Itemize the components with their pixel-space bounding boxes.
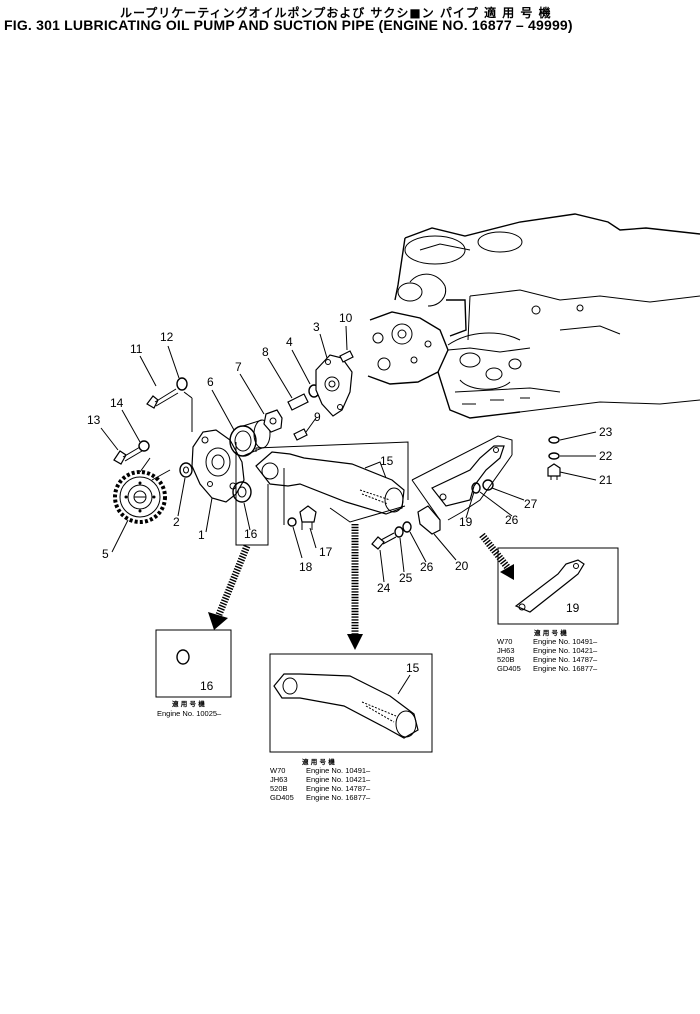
bolt-21 [547, 463, 561, 480]
inset-pipe: 15 適 用 号 機 W70 Engine No. 10491– JH63 En… [269, 653, 433, 802]
inset-bracket-engine-4: Engine No. 16877– [533, 664, 598, 673]
inset-bracket-model-2: JH63 [497, 646, 515, 655]
inset-gasket-engine: Engine No. 10025– [157, 709, 222, 718]
inset-pipe-heading: 適 用 号 機 [302, 757, 335, 766]
callout-12: 12 [160, 330, 174, 344]
arrow-to-pipe-inset [347, 524, 363, 650]
assembly-lines [139, 391, 513, 546]
callout-24: 24 [377, 581, 391, 595]
callout-9: 9 [314, 410, 321, 424]
callout-7: 7 [235, 360, 242, 374]
callout-17: 17 [319, 545, 333, 559]
bolt-13 [113, 446, 143, 465]
washer-27 [482, 479, 494, 491]
gasket-16-main [232, 481, 252, 503]
inner-rotor-7 [263, 409, 283, 433]
inset-pipe-engine-1: Engine No. 10491– [306, 766, 371, 775]
inset-bracket-engine-2: Engine No. 10421– [533, 646, 598, 655]
callout-19: 19 [459, 515, 473, 529]
inset-pipe-model-4: GD405 [270, 793, 294, 802]
washer-25 [394, 526, 404, 538]
callout-26-lower: 26 [420, 560, 434, 574]
nut-26-upper [471, 482, 481, 494]
suction-pipe-main [255, 451, 405, 515]
inset-pipe-engine-4: Engine No. 16877– [306, 793, 371, 802]
callout-16: 16 [244, 527, 258, 541]
callout-3: 3 [313, 320, 320, 334]
callout-18: 18 [299, 560, 313, 574]
callout-4: 4 [286, 335, 293, 349]
callout-labels: 1 2 3 4 5 6 7 8 9 10 11 12 13 14 15 16 1… [87, 311, 613, 595]
callout-11: 11 [130, 342, 143, 356]
washer-18 [287, 517, 297, 527]
figure-title: FIG. 301 LUBRICATING OIL PUMP AND SUCTIO… [4, 17, 573, 33]
inset-bracket-model-1: W70 [497, 637, 512, 646]
bracket-19-main [431, 445, 505, 507]
callout-13: 13 [87, 413, 101, 427]
dowel-10 [339, 350, 354, 363]
pin-9 [293, 428, 308, 441]
leader-lines [100, 325, 597, 583]
inset-bracket-model-3: 520B [497, 655, 515, 664]
arrow-to-gasket-inset [208, 544, 251, 630]
collar-2 [179, 462, 193, 478]
inset-bracket-part: 19 [566, 601, 580, 615]
nut-26-lower [402, 521, 412, 533]
inset-pipe-engine-3: Engine No. 14787– [306, 784, 371, 793]
inset-gasket-heading: 適 用 号 機 [172, 699, 205, 708]
callout-26-upper: 26 [505, 513, 519, 527]
inset-pipe-engine-2: Engine No. 10421– [306, 775, 371, 784]
clamp-20 [417, 505, 441, 535]
callout-27: 27 [524, 497, 538, 511]
callout-22: 22 [599, 449, 613, 463]
washer-22 [548, 452, 560, 460]
callout-15: 15 [380, 454, 394, 468]
callout-21: 21 [599, 473, 613, 487]
bolt-11 [146, 388, 179, 409]
washer-23 [548, 436, 560, 444]
arrow-to-bracket-inset [479, 532, 514, 580]
inset-pipe-model-2: JH63 [270, 775, 288, 784]
inset-bracket-engine-1: Engine No. 10491– [533, 637, 598, 646]
inset-bracket-engine-3: Engine No. 14787– [533, 655, 598, 664]
callout-5: 5 [102, 547, 109, 561]
callout-1: 1 [198, 528, 205, 542]
callout-23: 23 [599, 425, 613, 439]
inset-pipe-model-3: 520B [270, 784, 288, 793]
callout-10: 10 [339, 311, 353, 325]
title-japanese: ループリケーティングオイルポンプおよび サクシ■ン パイプ 適 用 号 機 [120, 6, 552, 20]
callout-6: 6 [207, 375, 214, 389]
callout-14: 14 [110, 396, 124, 410]
inset-pipe-part: 15 [406, 661, 420, 675]
callout-2: 2 [173, 515, 180, 529]
inset-bracket-heading: 適 用 号 機 [534, 628, 567, 637]
shaft-8 [287, 393, 309, 411]
inset-bracket: 19 適 用 号 機 W70 Engine No. 10491– JH63 En… [497, 547, 619, 673]
inset-pipe-model-1: W70 [270, 766, 285, 775]
inset-gasket: 16 適 用 号 機 Engine No. 10025– [155, 629, 232, 718]
cover-3 [315, 354, 353, 417]
callout-20: 20 [455, 559, 469, 573]
inset-gasket-part: 16 [200, 679, 214, 693]
engine-block-illustration [367, 213, 700, 419]
washer-14 [138, 440, 150, 452]
callout-8: 8 [262, 345, 269, 359]
bolt-24 [371, 532, 397, 550]
callout-25: 25 [399, 571, 413, 585]
bolt-17 [299, 505, 317, 530]
washer-12 [176, 377, 188, 391]
inset-bracket-model-4: GD405 [497, 664, 521, 673]
gear-sprocket [113, 470, 167, 524]
